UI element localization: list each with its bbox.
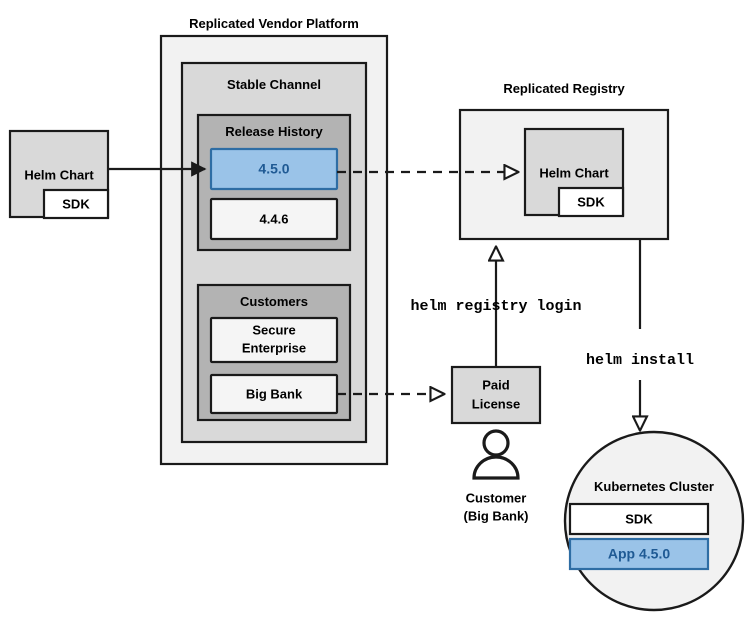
kubernetes-cluster-title: Kubernetes Cluster — [594, 479, 714, 494]
customer-actor-label-line1: Customer — [466, 490, 527, 505]
release-item-446[interactable] — [209, 197, 339, 241]
customer-entry-secure-enterprise-label-line2: Enterprise — [242, 340, 306, 355]
customer-person-icon — [472, 429, 520, 480]
customers-title: Customers — [240, 294, 308, 309]
release-item-450-label: 4.5.0 — [258, 161, 289, 177]
registry-sdk-label: SDK — [577, 194, 605, 209]
cluster-item-sdk-label: SDK — [625, 511, 653, 526]
vendor-platform-title: Replicated Vendor Platform — [189, 16, 359, 31]
cluster-item-app[interactable] — [568, 537, 710, 571]
customer-actor-label-line2: (Big Bank) — [464, 508, 529, 523]
release-item-450[interactable] — [209, 147, 339, 191]
command-helm-install: helm install — [586, 352, 694, 369]
paid-license-label-line1: Paid — [482, 377, 510, 392]
release-item-446-label: 4.4.6 — [260, 211, 289, 226]
customer-entry-secure-enterprise-label-line1: Secure — [252, 322, 295, 337]
registry-helm-chart-label: Helm Chart — [539, 165, 609, 180]
release-history-title: Release History — [225, 124, 323, 139]
registry-sdk-box[interactable] — [557, 186, 625, 218]
cluster-item-app-label: App 4.5.0 — [608, 546, 670, 562]
source-sdk-label: SDK — [62, 196, 90, 211]
registry-title: Replicated Registry — [503, 81, 625, 96]
source-sdk-box[interactable] — [42, 188, 110, 220]
customer-entry-big-bank-label: Big Bank — [246, 386, 303, 401]
customer-entry-secure-enterprise[interactable] — [209, 316, 339, 364]
paid-license-box[interactable] — [450, 365, 542, 425]
stable-channel-title: Stable Channel — [227, 77, 321, 92]
paid-license-label-line2: License — [472, 396, 520, 411]
command-helm-registry-login: helm registry login — [410, 298, 581, 315]
source-helm-chart-label: Helm Chart — [24, 167, 94, 182]
cluster-item-sdk[interactable] — [568, 502, 710, 536]
